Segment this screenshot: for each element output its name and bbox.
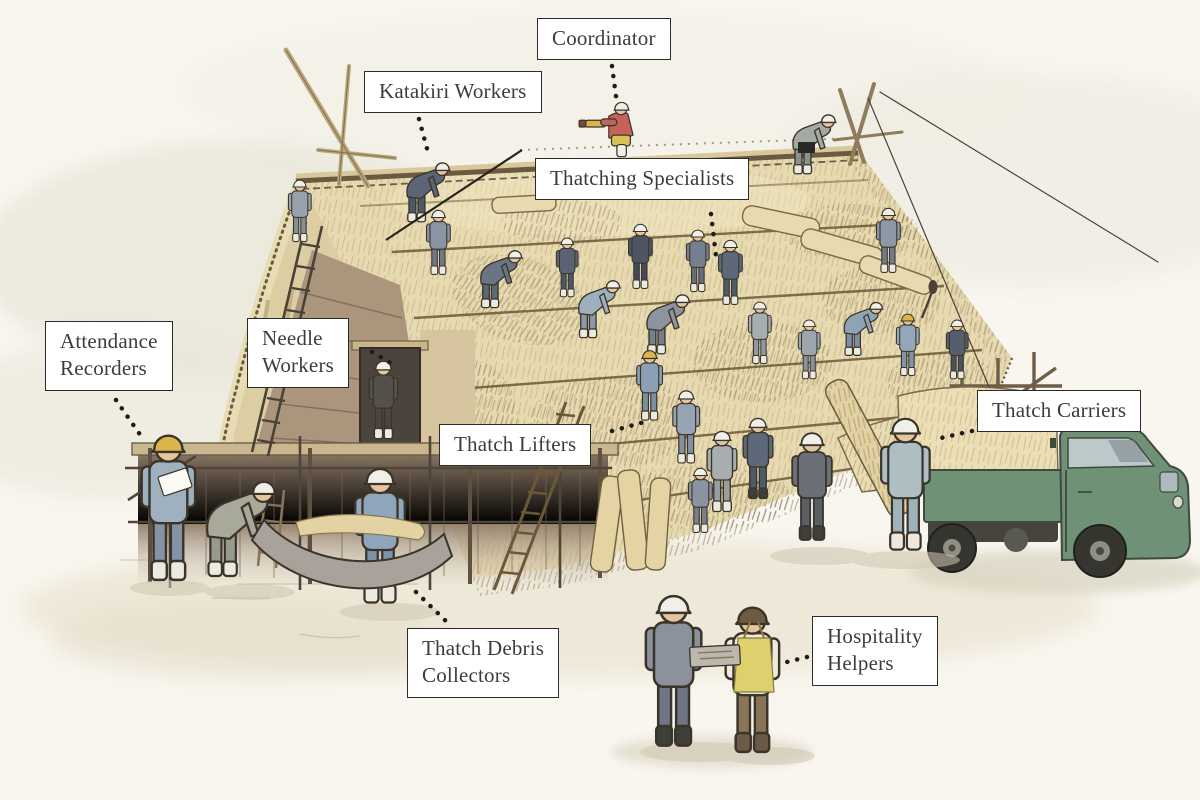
label-thatch-lifters: Thatch Lifters	[439, 424, 592, 467]
leader-coordinator	[609, 63, 620, 107]
kei-truck	[897, 386, 1192, 578]
label-needle-workers: Needle Workers	[247, 318, 350, 388]
label-thatch-debris-collectors: Thatch Debris Collectors	[407, 628, 560, 698]
label-thatching-specialists: Thatching Specialists	[535, 158, 750, 201]
leader-hospitality	[780, 654, 810, 666]
poles	[283, 47, 1159, 419]
label-thatch-carriers: Thatch Carriers	[977, 390, 1142, 433]
leader-debris	[413, 589, 454, 629]
leader-needle	[369, 349, 394, 366]
label-katakiri-workers: Katakiri Workers	[364, 71, 542, 114]
workers	[130, 101, 969, 765]
leader-thatching	[708, 211, 719, 259]
label-coordinator: Coordinator	[537, 18, 671, 61]
leader-katakiri	[416, 116, 432, 159]
label-hospitality-helpers: Hospitality Helpers	[812, 616, 938, 686]
label-attendance-recorders: Attendance Recorders	[45, 321, 173, 391]
truck-bed	[923, 469, 1063, 523]
leader-attendance	[113, 397, 144, 439]
leader-lines	[113, 63, 975, 666]
leader-lifters	[609, 418, 651, 434]
